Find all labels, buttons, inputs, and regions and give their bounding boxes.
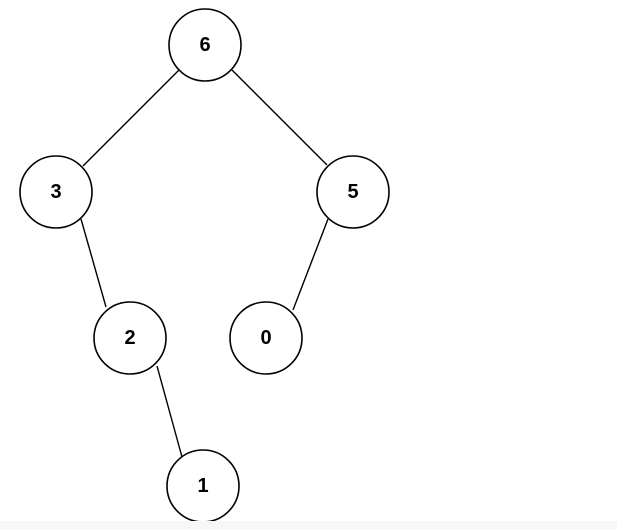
node-label: 1 xyxy=(197,475,208,497)
node-circle xyxy=(316,155,390,229)
node-circle xyxy=(93,301,167,375)
node-label: 3 xyxy=(50,181,61,203)
edge-6-5 xyxy=(231,69,328,166)
bottom-divider-strip xyxy=(0,521,617,530)
tree-node-6: 6 xyxy=(168,8,242,82)
edge-2-1 xyxy=(156,365,183,458)
node-label: 6 xyxy=(199,34,210,56)
tree-edges xyxy=(80,69,329,458)
tree-node-3: 3 xyxy=(19,155,93,229)
node-label: 5 xyxy=(347,181,358,203)
tree-node-1: 1 xyxy=(166,449,240,523)
node-circle xyxy=(229,301,303,375)
edge-3-2 xyxy=(80,218,107,308)
node-label: 2 xyxy=(124,327,135,349)
tree-node-2: 2 xyxy=(93,301,167,375)
node-label: 0 xyxy=(260,327,271,349)
tree-node-0: 0 xyxy=(229,301,303,375)
edge-5-0 xyxy=(292,218,329,311)
edge-6-3 xyxy=(82,69,180,167)
node-circle xyxy=(168,8,242,82)
tree-nodes: 6 3 5 2 0 1 xyxy=(19,8,390,523)
tree-node-5: 5 xyxy=(316,155,390,229)
node-circle xyxy=(19,155,93,229)
